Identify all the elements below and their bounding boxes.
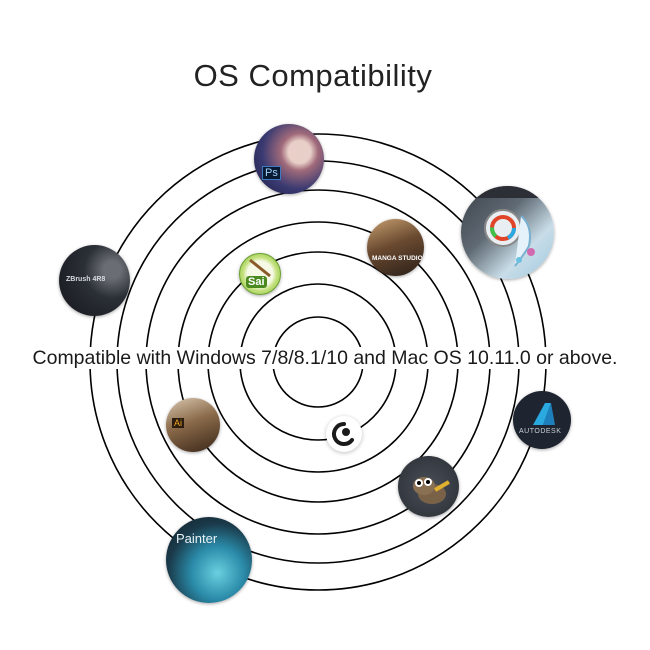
manga-studio-icon: MANGA STUDIO [367,219,424,276]
autodesk-logo [533,403,555,425]
autodesk-label: AUTODESK [519,428,562,435]
clip-studio-icon [326,416,362,452]
brush-icon [249,258,271,278]
clip-studio-logo [332,422,354,446]
photoshop-icon: Ps [254,124,324,194]
krita-icon [461,186,554,279]
painter-label: Painter [176,531,218,546]
zbrush-label: ZBrush 4R8 [66,276,106,283]
page-title: OS Compatibility [193,58,433,93]
zbrush-icon: ZBrush 4R8 [59,245,130,316]
paint-tool-sai-icon: Sai [239,253,281,295]
autodesk-icon: AUTODESK [513,391,571,449]
sai-label: Sai [246,276,267,288]
illustrator-icon: Ai [166,398,220,452]
manga-studio-label: MANGA STUDIO [372,255,423,262]
krita-artwork [461,186,554,267]
compatibility-caption: Compatible with Windows 7/8/8.1/10 and M… [0,347,650,370]
gimp-icon [398,456,459,517]
illustrator-label: Ai [172,418,185,428]
painter-icon: Painter [166,517,252,603]
gimp-mascot [413,477,450,504]
photoshop-label: Ps [262,166,281,180]
